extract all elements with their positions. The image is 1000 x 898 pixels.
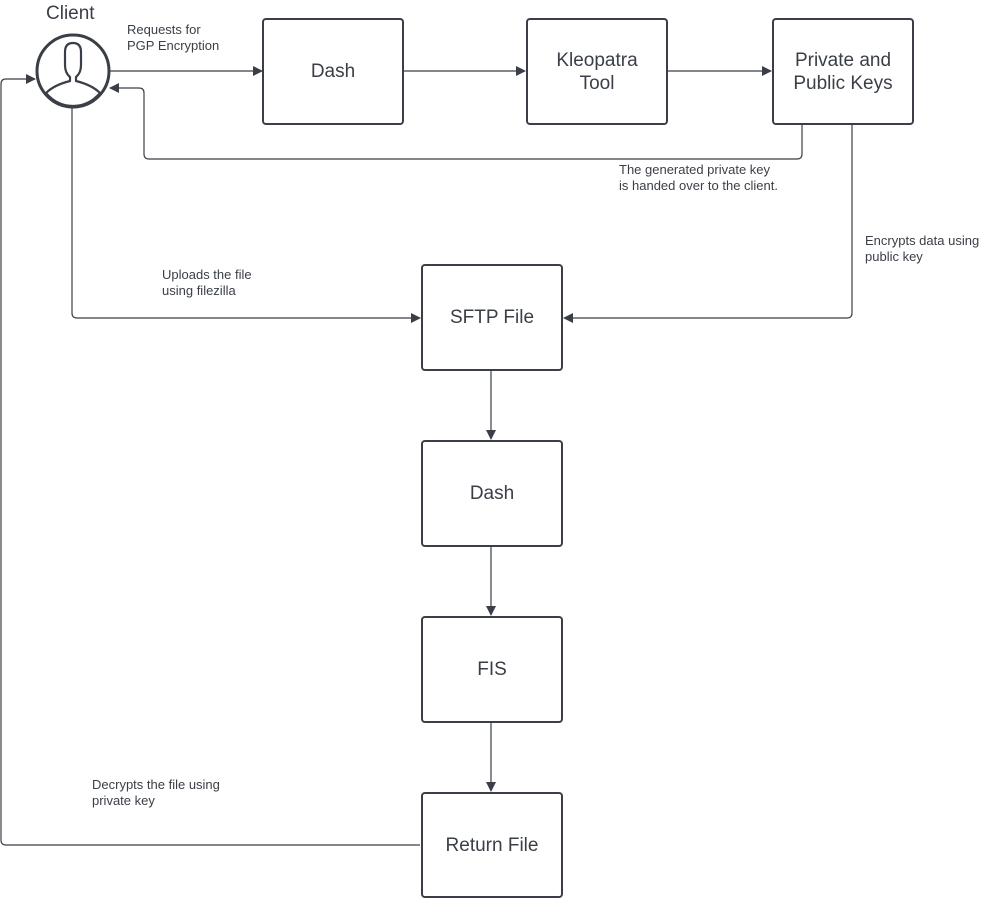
return-file-box: Return File: [421, 792, 563, 898]
dash-mid-box: Dash: [421, 440, 563, 547]
note-requests: Requests for PGP Encryption: [127, 22, 220, 53]
user-icon: [35, 33, 111, 109]
arrow-keys-to-client: [109, 83, 803, 160]
kleopatra-tool-box: Kleopatra Tool: [526, 18, 668, 125]
arrow-return-to-client: [0, 74, 420, 846]
fis-box: FIS: [421, 616, 563, 723]
dash-top-box: Dash: [262, 18, 404, 125]
sftp-file-box: SFTP File: [421, 264, 563, 371]
arrow-keys-to-sftp: [563, 125, 853, 323]
note-decrypts: Decrypts the file using private key: [92, 777, 220, 808]
arrow-client-to-sftp: [71, 108, 421, 323]
note-uploads: Uploads the file using filezilla: [162, 267, 252, 298]
client-label: Client: [46, 3, 95, 24]
note-encrypts: Encrypts data using public key: [865, 233, 980, 264]
private-public-keys-box: Private and Public Keys: [772, 18, 914, 125]
note-private-key-handover: The generated private key is handed over…: [619, 162, 778, 193]
